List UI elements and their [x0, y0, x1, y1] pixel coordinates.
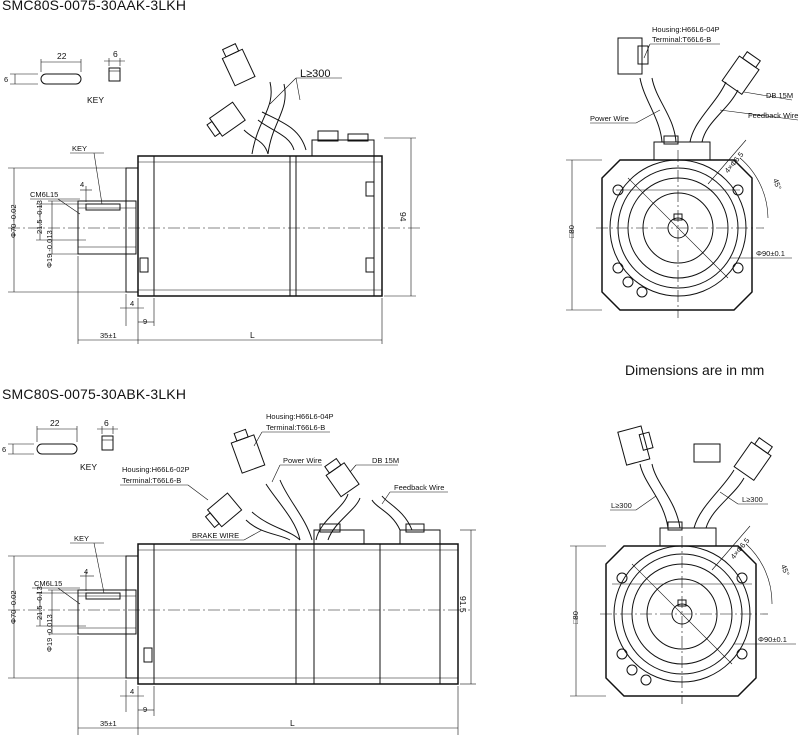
shaft-dia-label: Φ19 -0.013	[45, 230, 54, 268]
b-angle-label: 45°	[779, 563, 791, 577]
cable-length-label: L≥300	[300, 68, 331, 80]
key-height-label: 6	[4, 75, 8, 84]
b-body-len-label: L	[290, 718, 295, 728]
b-flange-thk-label: 4	[130, 687, 134, 696]
b-key-offset-label: 4	[84, 567, 88, 576]
b-brake-wire-label: BRAKE WIRE	[192, 531, 239, 540]
flange-thk-label: 4	[130, 299, 134, 308]
key-offset-label: 4	[80, 180, 84, 189]
key-detail-bottom: 22 6 6 KEY	[2, 418, 118, 472]
db-label: DB 15M	[766, 91, 793, 100]
feedback-wire-label: Feedback Wire	[748, 111, 798, 120]
angle-label: 45°	[771, 177, 783, 191]
key-length-label: 22	[57, 51, 67, 61]
b-side-key-label: KEY	[74, 534, 89, 543]
front-terminal-label: Terminal:T66L6-B	[652, 35, 711, 44]
front-housing-label: Housing:H66L6-04P	[652, 25, 720, 34]
flange-dia-label: Φ70 -0.02	[9, 204, 18, 238]
key-detail-top: 22 6 6 KEY	[4, 49, 125, 105]
b-square-label: □80	[571, 611, 580, 624]
height-label: 94	[398, 212, 408, 222]
side-view-top: L≥300 94 Φ70 -0.02 Φ19 -0.013 21.5 -0.13…	[8, 43, 420, 344]
side-view-bottom: Housing:H66L6-04P Terminal:T66L6-B Housi…	[8, 412, 476, 735]
power-wire-label: Power Wire	[590, 114, 629, 123]
units-note: Dimensions are in mm	[625, 362, 765, 378]
shaft-extension-label: 35±1	[100, 331, 117, 340]
b-holes-label: 4×Φ6.5	[729, 536, 752, 561]
b-cable2-label: L≥300	[742, 495, 763, 504]
b-db-label: DB 15M	[372, 456, 399, 465]
b-thread-label: CM6L15	[34, 579, 62, 588]
pilot-offset-label: 9	[143, 317, 147, 326]
pcd-label: Φ90±0.1	[756, 249, 785, 258]
b-pilot-offset-label: 9	[143, 705, 147, 714]
b-cable1-label: L≥300	[611, 501, 632, 510]
front-view-top: Housing:H66L6-04P Terminal:T66L6-B DB 15…	[566, 25, 798, 318]
b-feedback-wire-label: Feedback Wire	[394, 483, 444, 492]
b-shaft-extension-label: 35±1	[100, 719, 117, 728]
key-caption: KEY	[87, 95, 104, 105]
square-label: □80	[567, 225, 576, 238]
key-width-label-b: 6	[104, 418, 109, 428]
front-view-bottom: L≥300 L≥300 4×Φ6.5 45° □80 Φ90±0.1	[570, 425, 796, 704]
key-length-label-b: 22	[50, 418, 60, 428]
b-shaft-dia-label: Φ19 -0.013	[45, 614, 54, 652]
b-height-label: 91.5	[458, 596, 468, 613]
key-caption-b: KEY	[80, 462, 97, 472]
b-brake-terminal-label: Terminal:T66L6-B	[122, 476, 181, 485]
side-key-label: KEY	[72, 144, 87, 153]
b-housing-label: Housing:H66L6-04P	[266, 412, 334, 421]
body-len-label: L	[250, 330, 255, 340]
b-brake-housing-label: Housing:H66L6-02P	[122, 465, 190, 474]
b-flange-dia-label: Φ70 -0.02	[9, 590, 18, 624]
key-width-label: 6	[113, 49, 118, 59]
model-title-bottom: SMC80S-0075-30ABK-3LKH	[2, 386, 187, 402]
b-power-wire-label: Power Wire	[283, 456, 322, 465]
b-terminal-label: Terminal:T66L6-B	[266, 423, 325, 432]
thread-label: CM6L15	[30, 190, 58, 199]
b-pcd-label: Φ90±0.1	[758, 635, 787, 644]
b-shaft-len-label: 21.5 -0.13	[35, 586, 44, 620]
key-height-label-b: 6	[2, 445, 6, 454]
model-title-top: SMC80S-0075-30AAK-3LKH	[2, 0, 187, 13]
shaft-len-label: 21.5 -0.13	[35, 200, 44, 234]
